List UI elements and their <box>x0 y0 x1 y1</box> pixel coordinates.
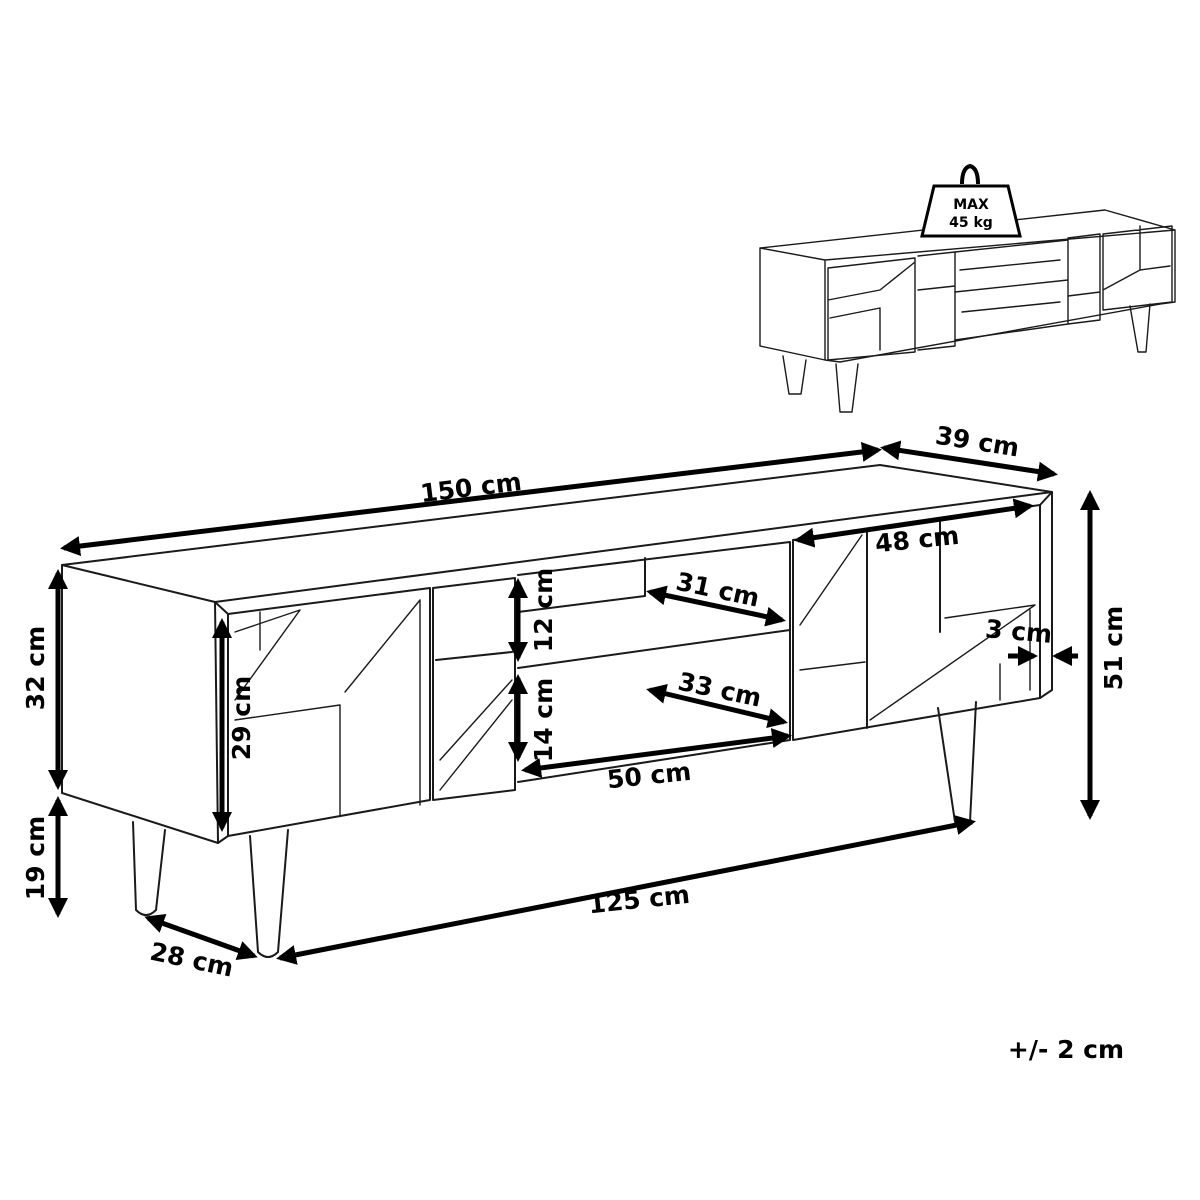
right-door-pattern <box>799 534 1036 721</box>
open-section-width-label: 50 cm <box>606 757 693 795</box>
tolerance-note: +/- 2 cm <box>1008 1035 1124 1064</box>
max-weight-label: MAX <box>953 197 989 213</box>
leg-distance-depth-arrow <box>144 913 258 961</box>
max-weight-value: 45 kg <box>949 215 993 231</box>
open-section-width-arrow <box>521 728 792 778</box>
leg-distance-width-arrow <box>276 815 976 965</box>
center-left-panel-pattern <box>439 679 513 791</box>
dimension-labels: 150 cm 39 cm 48 cm 32 cm 29 cm 12 cm 14 … <box>21 421 1128 983</box>
leg-front-left <box>132 821 166 916</box>
left-door-pattern <box>234 599 421 816</box>
upper-shelf-depth-arrow <box>646 585 786 627</box>
width-label: 150 cm <box>419 467 524 508</box>
width-arrow <box>60 441 882 557</box>
cabinet-drawing <box>61 464 1053 958</box>
lower-shelf-height-label: 14 cm <box>529 678 558 762</box>
dimension-lines <box>48 440 1100 965</box>
total-height-label: 51 cm <box>1099 606 1128 690</box>
thumbnail-shelves <box>954 239 1069 341</box>
leg-front-middle <box>249 829 289 958</box>
lower-shelf-depth-arrow <box>646 683 788 729</box>
max-weight-icon <box>920 163 1022 238</box>
thumbnail-doors <box>827 225 1173 361</box>
center-left-panel <box>432 577 516 801</box>
thumbnail-legs <box>782 303 1151 413</box>
depth-arrow <box>880 440 1058 482</box>
cabinet-left-side <box>61 564 219 844</box>
leg-height-label: 19 cm <box>21 816 50 900</box>
door-height-label: 29 cm <box>227 676 256 760</box>
body-height-label: 32 cm <box>21 626 50 710</box>
panel-offset-label: 3 cm <box>984 614 1053 649</box>
open-compartment <box>517 541 791 783</box>
leg-right <box>937 701 977 827</box>
thumbnail-view: MAX 45 kg <box>759 163 1176 413</box>
leg-distance-width-label: 125 cm <box>587 880 691 919</box>
compartment-width-arrow <box>794 498 1034 548</box>
upper-shelf-height-label: 12 cm <box>529 568 558 652</box>
